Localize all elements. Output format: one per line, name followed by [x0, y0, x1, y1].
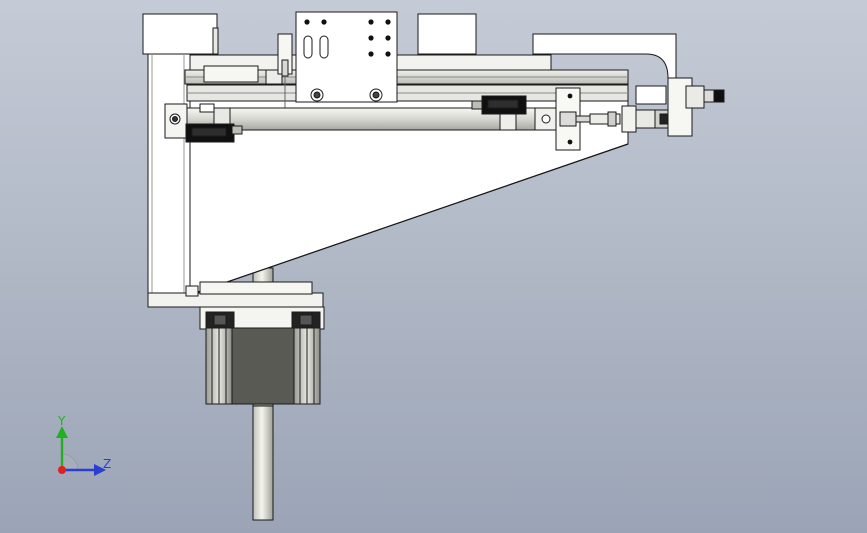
- orientation-triad: Y Z: [56, 414, 111, 476]
- cylinder-rod-end[interactable]: [534, 87, 637, 151]
- cylinder-sensor-left[interactable]: [185, 123, 243, 143]
- z-axis-arrowhead: [94, 464, 106, 476]
- triad-origin: [58, 466, 66, 474]
- pneumatic-cylinder[interactable]: [164, 103, 538, 139]
- left-column[interactable]: [147, 53, 324, 308]
- stepper-motor[interactable]: [199, 306, 325, 407]
- end-stop-buffer[interactable]: [635, 77, 725, 137]
- y-axis-arrowhead: [56, 426, 68, 438]
- sensor-bracket[interactable]: [277, 33, 293, 112]
- top-block-right[interactable]: [417, 13, 477, 55]
- cylinder-sensor-right[interactable]: [471, 95, 527, 131]
- carriage-plate[interactable]: [295, 11, 398, 103]
- z-axis-label: Z: [103, 457, 111, 471]
- top-block-left[interactable]: [142, 13, 219, 55]
- y-axis-label: Y: [57, 414, 66, 428]
